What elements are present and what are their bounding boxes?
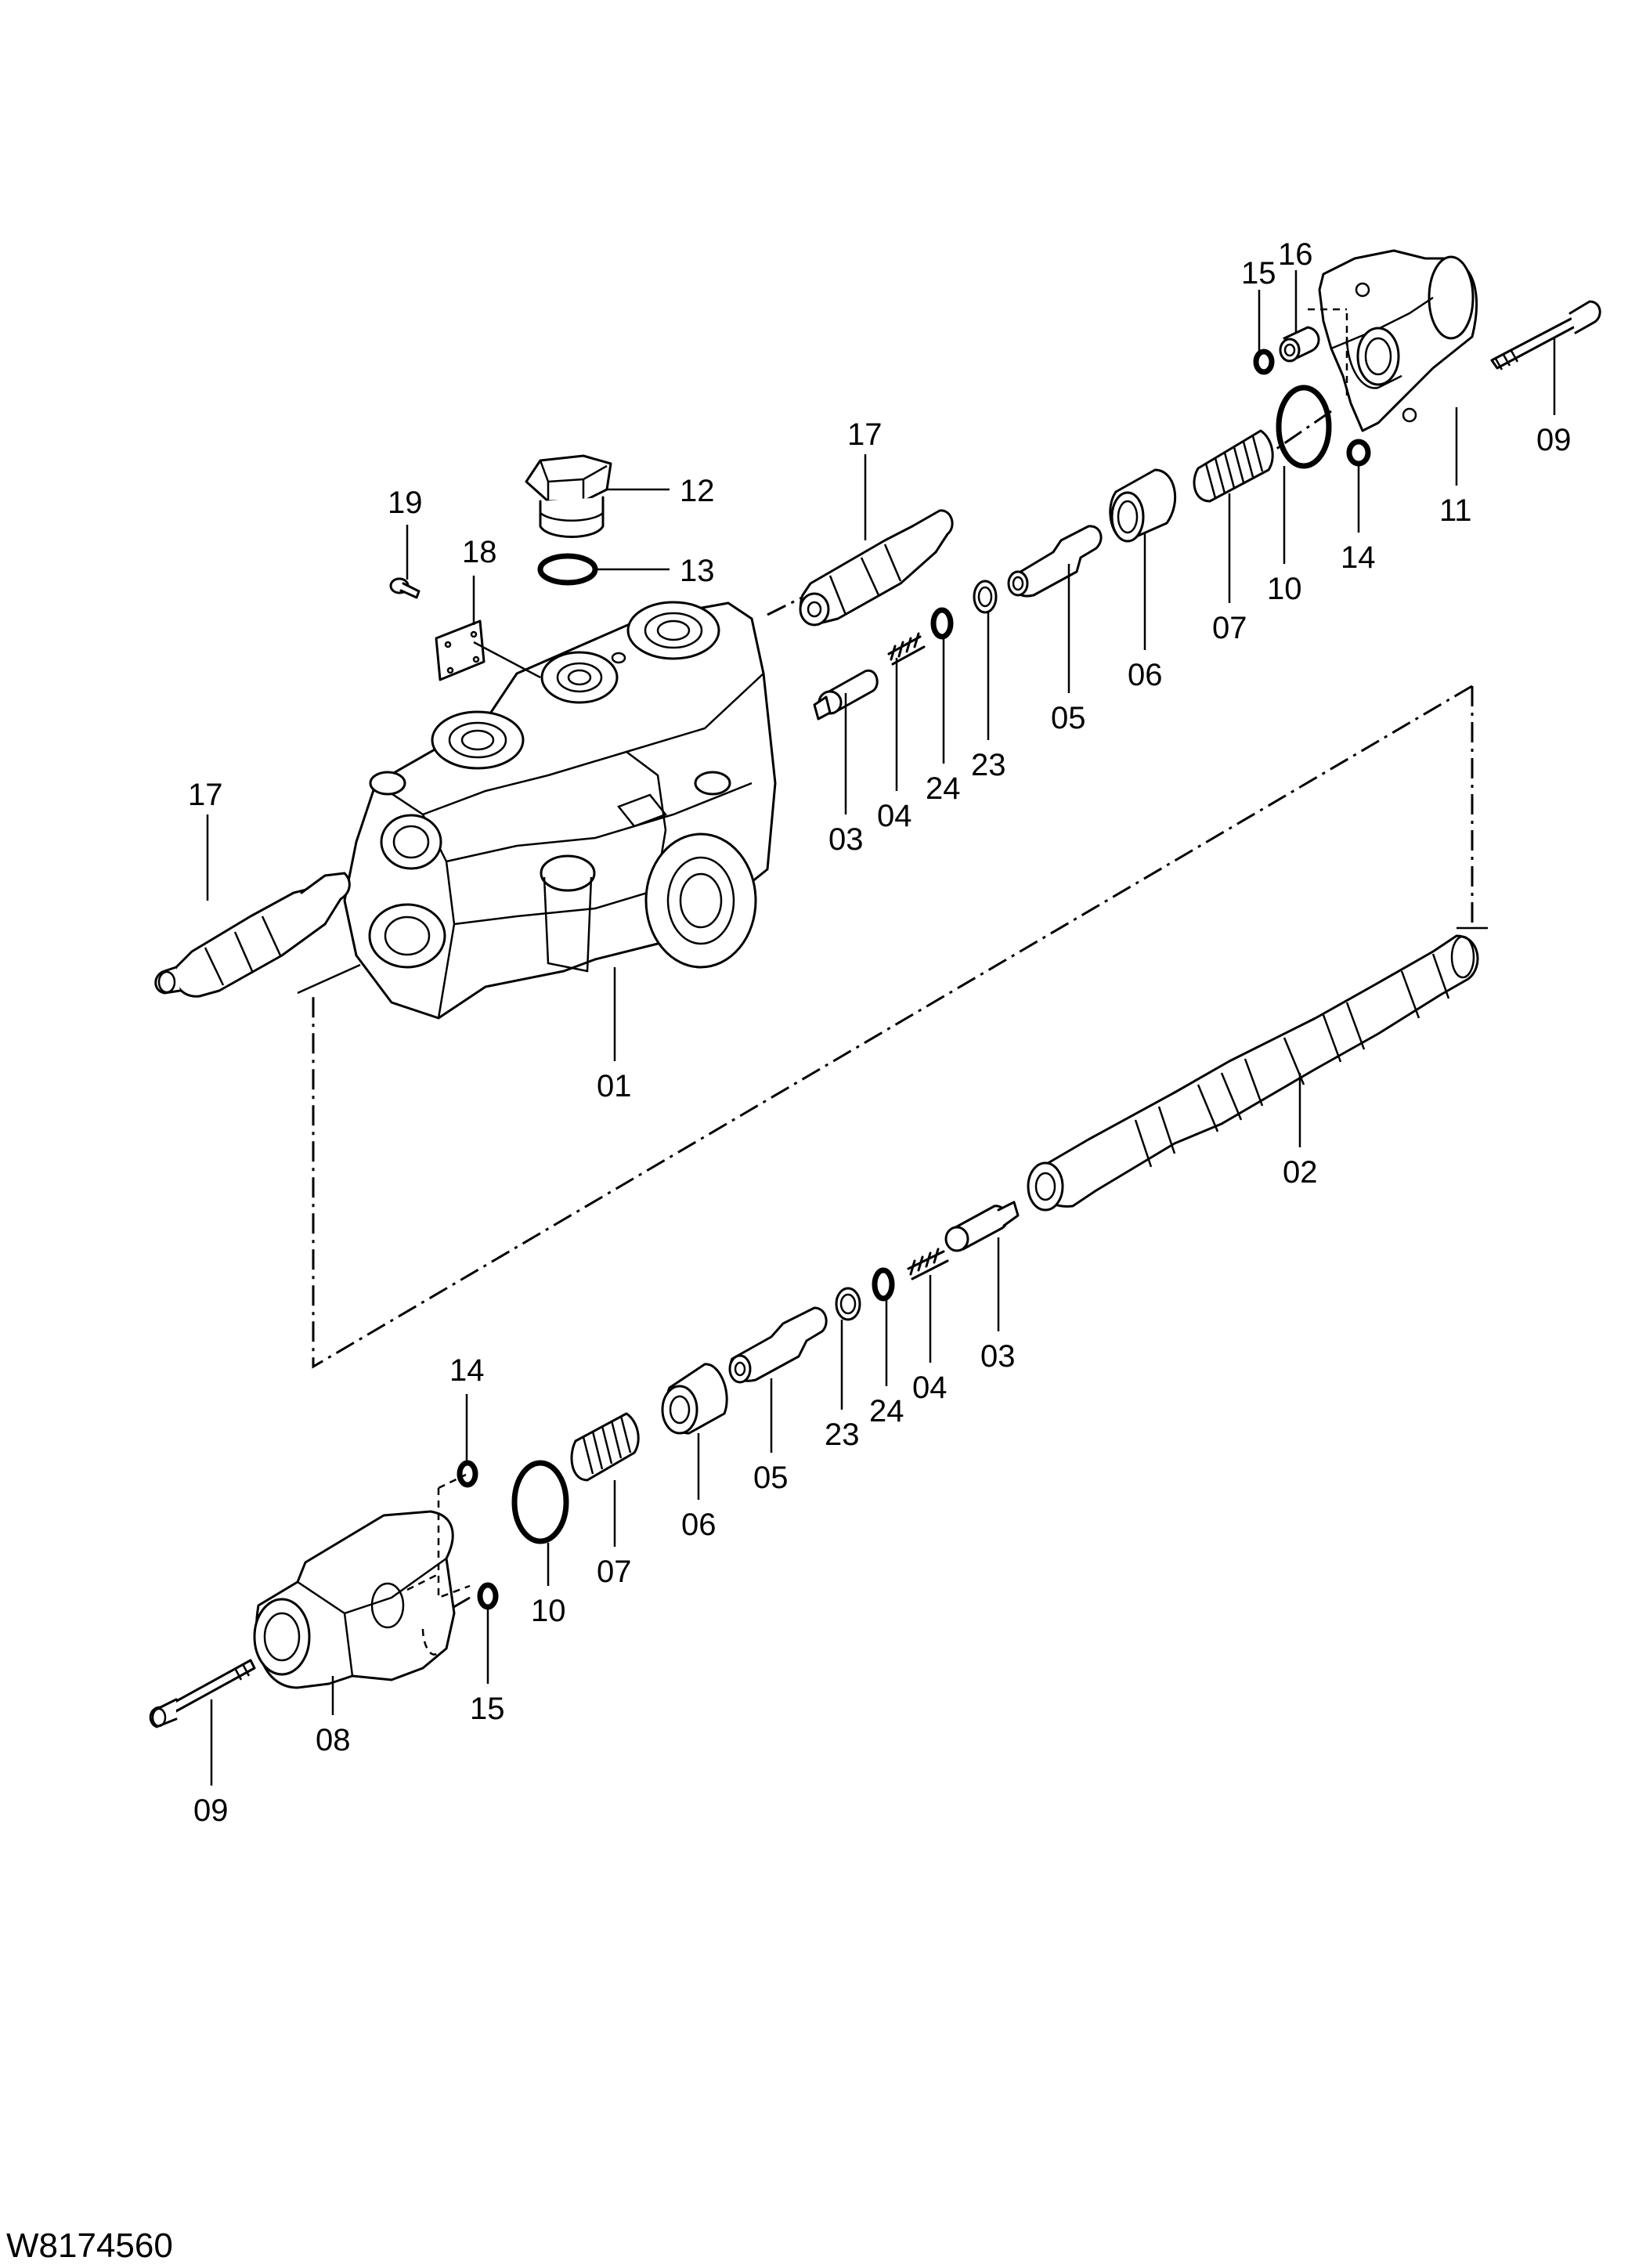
relief-valve-left [154, 872, 351, 998]
seal-ring-upper [973, 580, 998, 614]
label-12: 12 [680, 474, 715, 508]
spring-seat-upper [1007, 525, 1103, 598]
o-ring-small-upper-right [1346, 439, 1371, 467]
label-02: 02 [1283, 1155, 1318, 1190]
label-15-top: 15 [1241, 256, 1276, 291]
center-lines [297, 410, 1488, 1627]
label-09-bottom: 09 [193, 1793, 229, 1828]
o-ring-large-lower [511, 1460, 569, 1544]
o-ring-small-lower-top [457, 1460, 478, 1488]
plug [525, 454, 612, 538]
label-19: 19 [388, 486, 423, 520]
spring-large-lower [570, 1412, 640, 1482]
label-15-bottom: 15 [470, 1692, 505, 1726]
cover-lower [253, 1473, 471, 1689]
bushing [1279, 326, 1320, 363]
o-ring-small-lower-bottom [477, 1582, 499, 1610]
valve-body [343, 601, 777, 1020]
label-08: 08 [316, 1723, 351, 1757]
spool [1027, 934, 1479, 1212]
spacer-upper [1109, 468, 1177, 543]
spring-large-upper [1193, 429, 1274, 503]
label-16: 16 [1278, 237, 1313, 272]
o-ring-large-upper [1276, 385, 1332, 469]
relief-valve-top [799, 509, 954, 627]
label-11: 11 [1439, 493, 1472, 528]
label-24-top: 24 [926, 771, 961, 806]
spring-small-upper [887, 632, 926, 666]
label-23-bottom: 23 [825, 1418, 860, 1452]
backup-ring-upper [930, 607, 954, 640]
label-13: 13 [680, 554, 715, 588]
socket-bolt-lower [149, 1659, 256, 1728]
label-03-top: 03 [828, 822, 864, 857]
poppet-upper [813, 669, 879, 720]
cover-upper [1308, 249, 1478, 432]
label-10-top: 10 [1267, 572, 1302, 606]
label-03-bottom: 03 [980, 1339, 1016, 1374]
label-06-top: 06 [1128, 658, 1163, 692]
socket-bolt-upper [1490, 300, 1601, 370]
label-23-top: 23 [971, 748, 1006, 782]
o-ring [537, 553, 598, 586]
label-17-top: 17 [847, 417, 883, 452]
label-05-bottom: 05 [753, 1461, 789, 1495]
label-05-top: 05 [1051, 701, 1086, 735]
drawing-code: W8174560 [6, 2226, 173, 2265]
label-01: 01 [597, 1069, 632, 1103]
spring-small-lower [907, 1248, 949, 1280]
o-ring-small-upper-left [1253, 349, 1275, 375]
leader-lines [206, 270, 1556, 1786]
poppet-lower [944, 1201, 1020, 1252]
backup-ring-lower [872, 1267, 895, 1302]
label-04-bottom: 04 [912, 1371, 948, 1405]
label-14-bottom: 14 [449, 1353, 485, 1388]
label-07-bottom: 07 [597, 1555, 632, 1589]
rivet-screw [389, 577, 421, 599]
name-plate [435, 619, 485, 681]
label-17-left: 17 [188, 778, 223, 812]
spring-seat-lower [728, 1306, 828, 1384]
label-07-top: 07 [1212, 611, 1247, 645]
spacer-lower [661, 1363, 728, 1435]
label-14-top: 14 [1341, 540, 1376, 575]
label-04-top: 04 [877, 799, 912, 833]
part-labels: 12 13 19 18 17 17 01 02 03 04 24 23 05 0… [188, 237, 1572, 1828]
seal-ring-lower [835, 1287, 861, 1321]
label-10-bottom: 10 [531, 1594, 566, 1628]
label-24-bottom: 24 [869, 1394, 904, 1428]
label-09-top: 09 [1536, 423, 1572, 457]
label-18: 18 [462, 535, 497, 569]
label-06-bottom: 06 [681, 1508, 717, 1542]
